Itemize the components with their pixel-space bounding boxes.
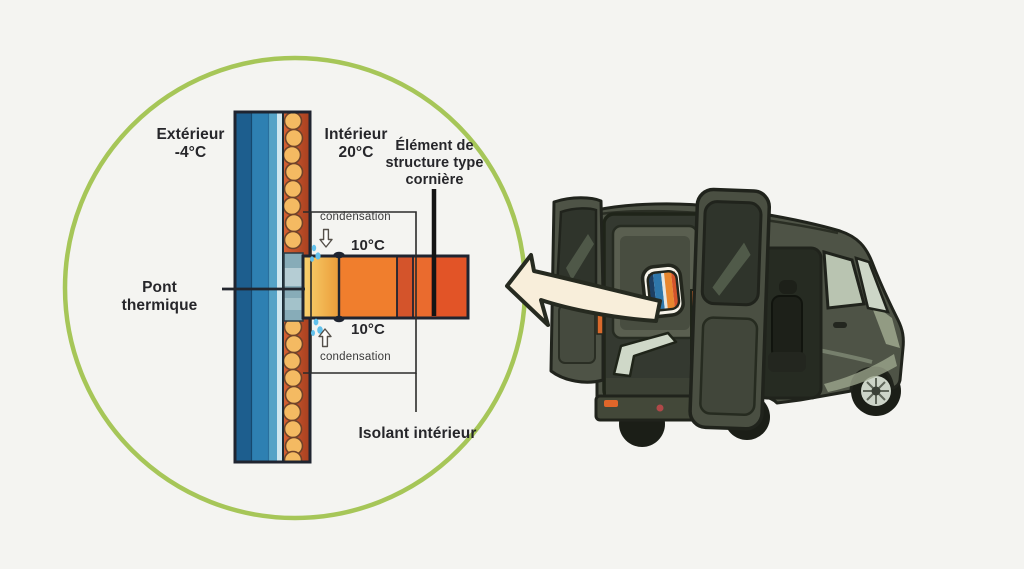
door-handle: [833, 322, 847, 328]
seat-headrest: [779, 280, 797, 294]
right-rear-door: [688, 187, 772, 431]
condensation-droplets-top: [310, 244, 321, 262]
thermal-bridge-bar: [301, 251, 470, 323]
exterior-title: Extérieur: [156, 126, 225, 143]
exterior-temperature: -4°C: [174, 144, 207, 162]
temperature-label-top: 10°C: [351, 237, 385, 254]
condensation-label-top: condensation: [320, 211, 391, 223]
wheel-arch-bench: [612, 331, 678, 378]
interior-label: Intérieur 20°C: [290, 126, 422, 163]
windshield: [854, 256, 890, 314]
interior-insulation-label: Isolant intérieur: [358, 425, 477, 442]
temperature-label-bottom: 10°C: [351, 321, 385, 338]
rivet-bottom: [333, 315, 345, 323]
rivet-top: [333, 251, 345, 259]
cargo-floor: [606, 378, 704, 398]
steel-junction: [283, 252, 304, 322]
structure-element-label: Élément de structure type cornière: [385, 138, 484, 189]
interior-title: Intérieur: [324, 126, 388, 143]
zoom-arrow-icon: [505, 253, 662, 327]
van-illustration: [549, 187, 905, 447]
exterior-label: Extérieur -4°C: [118, 126, 263, 163]
front-door-window: [822, 249, 866, 310]
right-door-window: [700, 200, 763, 307]
up-arrow-icon: [318, 328, 332, 348]
front-lower-highlight: [824, 354, 897, 392]
insulation-bracket: [303, 211, 417, 412]
hood-highlight: [870, 302, 900, 348]
down-arrow-icon: [319, 228, 333, 248]
reflector: [604, 400, 618, 407]
condensation-label-bottom: condensation: [320, 351, 391, 363]
plate-light: [656, 404, 664, 412]
side-door-opening: [755, 246, 823, 400]
insulation-balls: [284, 113, 304, 461]
thermal-bridge-label: Pont thermique: [121, 279, 198, 315]
interior-temperature: 20°C: [338, 144, 374, 162]
seat-cushion: [768, 352, 806, 372]
condensation-droplets-bottom: [311, 318, 323, 336]
seat-back: [771, 295, 803, 359]
